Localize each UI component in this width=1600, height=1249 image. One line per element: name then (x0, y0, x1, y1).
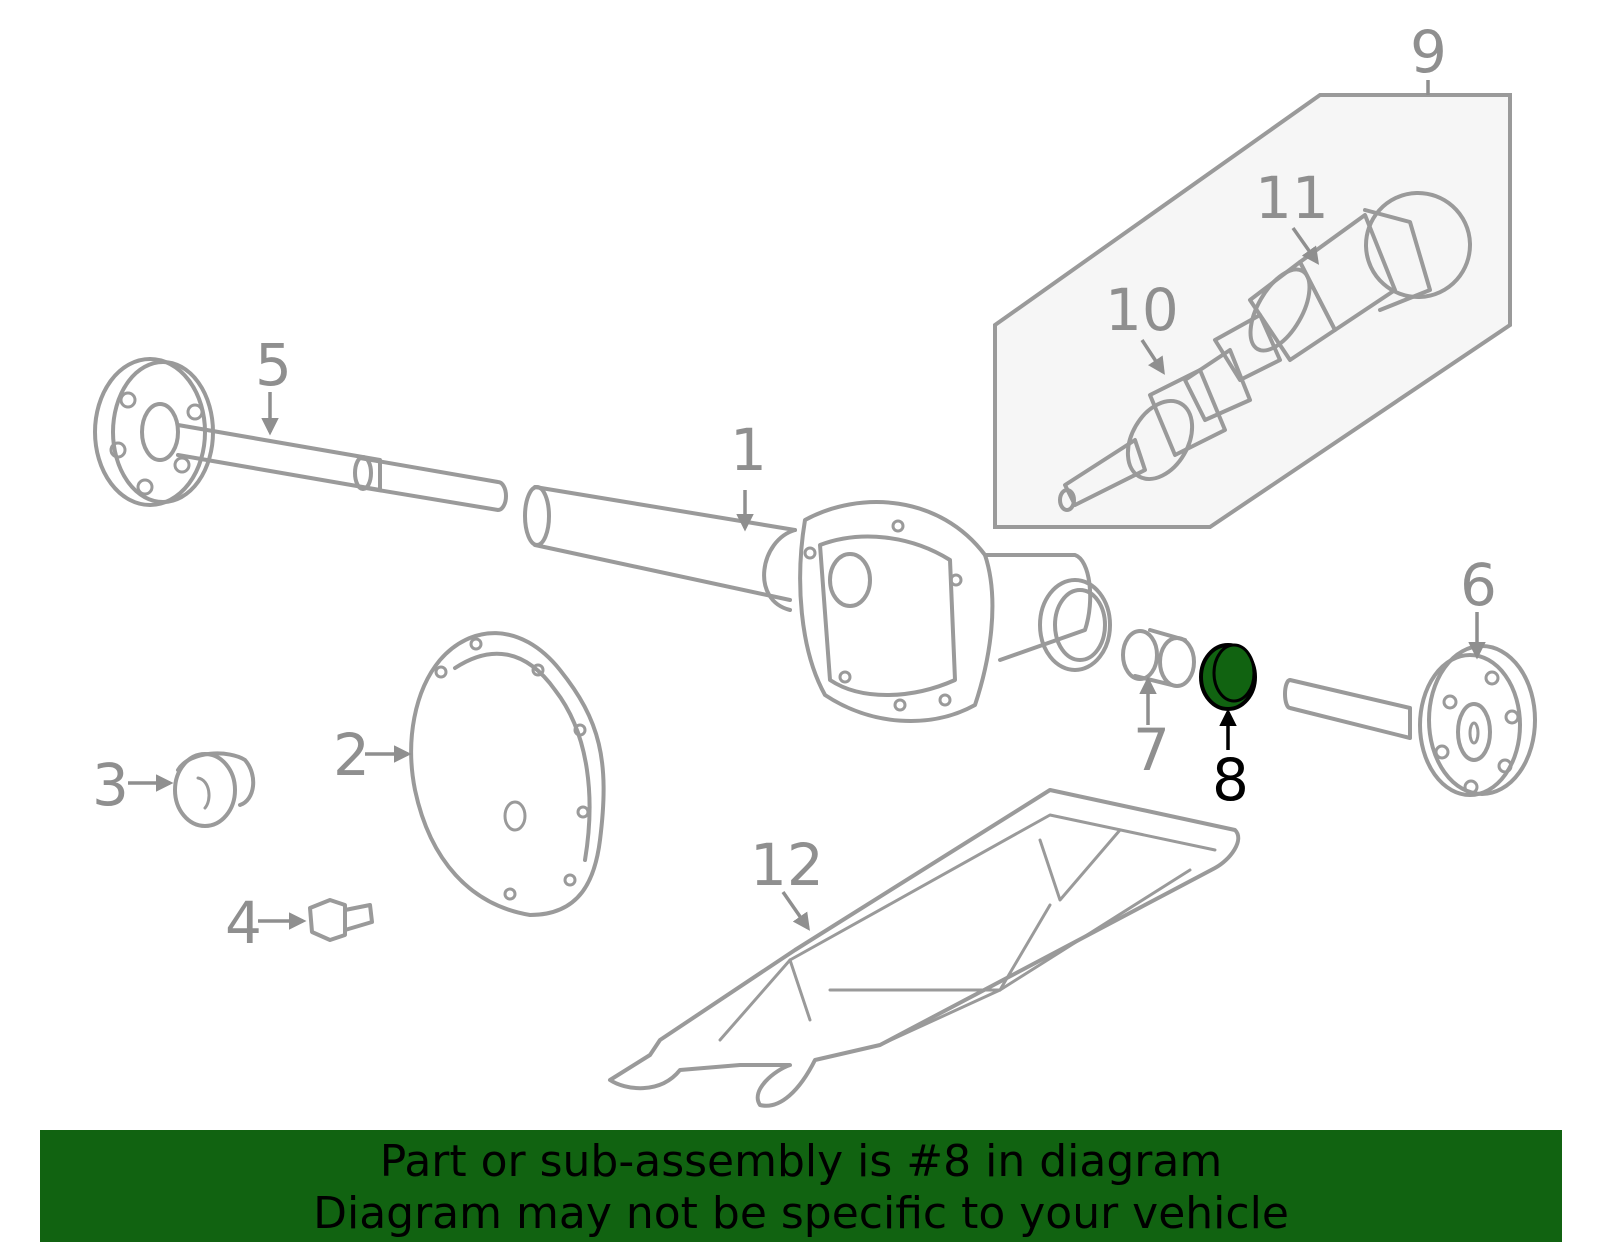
sub-assembly-9-panel (993, 80, 1512, 529)
callout-9: 9 (1410, 18, 1447, 86)
crossmember-part-12 (608, 788, 1241, 1108)
callout-labels: 1 2 3 4 5 6 7 8 9 10 11 12 (92, 18, 1497, 957)
axle-shaft-part-6 (1283, 644, 1537, 797)
axle-shaft-part-5 (93, 357, 508, 512)
leader-lines (128, 226, 1486, 931)
plug-part-3 (173, 751, 256, 828)
bushing-part-7 (1121, 628, 1196, 688)
callout-8: 8 (1212, 746, 1249, 814)
drive-shaft-part-10-11 (1058, 191, 1472, 512)
callout-1: 1 (730, 416, 767, 484)
callout-6: 6 (1460, 551, 1497, 619)
differential-cover-part-2 (409, 631, 606, 917)
callout-5: 5 (255, 331, 292, 399)
leader-10 (1140, 339, 1165, 375)
callout-7: 7 (1133, 716, 1170, 784)
callout-3: 3 (92, 751, 129, 819)
bolt-part-4 (308, 898, 374, 942)
axle-housing-part-1 (523, 485, 1112, 723)
callout-12: 12 (750, 831, 824, 899)
callout-2: 2 (333, 721, 370, 789)
info-banner: Part or sub-assembly is #8 in diagram Di… (40, 1130, 1562, 1242)
leader-11 (1291, 226, 1320, 265)
callout-11: 11 (1255, 164, 1329, 232)
callout-4: 4 (225, 889, 262, 957)
banner-line-1: Part or sub-assembly is #8 in diagram (379, 1136, 1223, 1187)
leader-12 (781, 891, 810, 931)
callout-10: 10 (1105, 276, 1179, 344)
seal-part-8-highlighted[interactable] (1199, 643, 1257, 711)
banner-line-2: Diagram may not be specific to your vehi… (313, 1188, 1289, 1239)
